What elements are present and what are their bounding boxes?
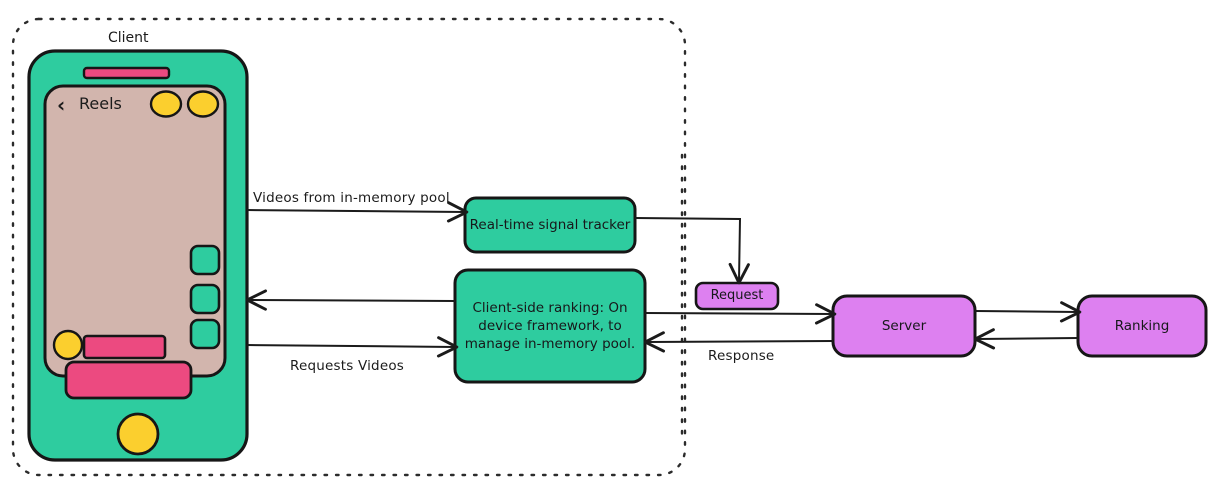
home-circle-button[interactable] bbox=[116, 412, 160, 456]
node-client-side-ranking[interactable] bbox=[453, 268, 647, 384]
node-request[interactable] bbox=[694, 281, 780, 311]
edge-ranking-to-server-back bbox=[973, 328, 1079, 350]
edge-label-requests-videos: Requests Videos bbox=[290, 358, 405, 374]
back-chevron-icon[interactable]: ‹ bbox=[57, 93, 66, 117]
edge-server-to-client-ranking bbox=[643, 331, 834, 353]
edge-videos-from-pool bbox=[246, 201, 469, 223]
edge-requests-videos bbox=[246, 336, 459, 358]
caption-bar bbox=[82, 334, 167, 360]
content-card bbox=[64, 360, 193, 400]
node-ranking[interactable] bbox=[1076, 294, 1208, 358]
client-boundary-label: Client bbox=[108, 30, 149, 46]
phone-mockup bbox=[27, 49, 249, 462]
edge-ranking-to-phone bbox=[245, 289, 456, 311]
edge-ranking-to-server bbox=[644, 303, 837, 325]
top-bar-circle-2[interactable] bbox=[186, 90, 220, 118]
app-title-reels: Reels bbox=[79, 94, 122, 113]
edge-label-videos-from-pool: Videos from in-memory pool bbox=[253, 190, 450, 206]
node-real-time-signal-tracker[interactable] bbox=[463, 196, 637, 254]
edge-server-to-ranking bbox=[974, 301, 1082, 323]
side-square-button-3[interactable] bbox=[189, 318, 221, 350]
side-square-button-1[interactable] bbox=[189, 244, 221, 276]
edge-tracker-to-request bbox=[634, 217, 750, 285]
top-bar-circle-1[interactable] bbox=[149, 90, 183, 118]
client-boundary bbox=[11, 17, 687, 477]
node-server[interactable] bbox=[831, 294, 977, 358]
avatar bbox=[52, 329, 84, 361]
edge-label-response: Response bbox=[708, 348, 775, 364]
phone-speaker-bar bbox=[82, 66, 171, 80]
side-square-button-2[interactable] bbox=[189, 283, 221, 315]
